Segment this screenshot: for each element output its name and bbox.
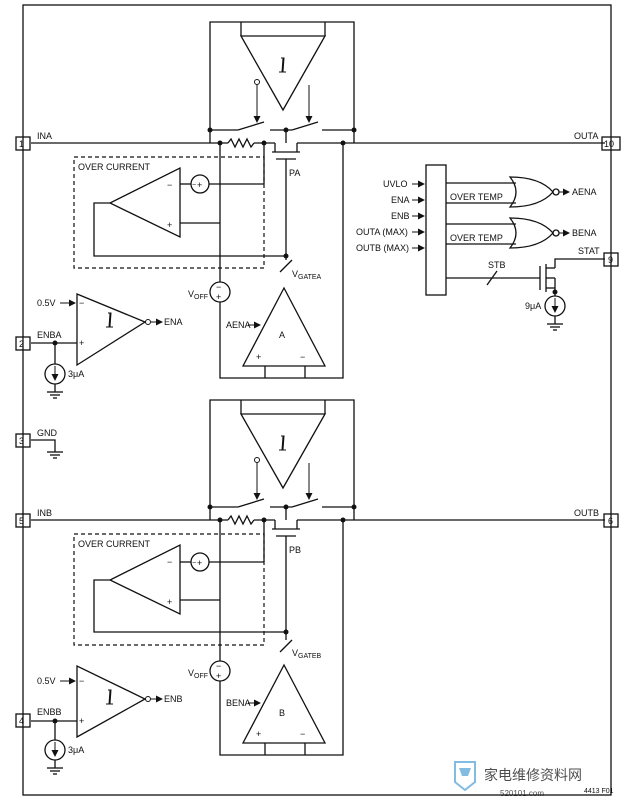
- over-current-a-amp: − + − +: [93, 143, 289, 282]
- pin-2-name: ENBA: [37, 330, 62, 340]
- svg-text:10: 10: [604, 139, 614, 149]
- fet-pa-label: PA: [289, 168, 300, 178]
- svg-text:5: 5: [19, 516, 24, 526]
- svg-text:9: 9: [608, 255, 613, 265]
- enable-comparator-a: − +: [31, 293, 163, 399]
- over-current-a-box: [73, 156, 265, 269]
- vgate-b-label: VGATEB: [292, 648, 322, 660]
- voff-a-label: VOFF: [188, 289, 208, 301]
- en-out-b-label: ENB: [164, 694, 183, 704]
- svg-text:−: −: [79, 298, 84, 308]
- svg-text:−: −: [167, 180, 172, 190]
- svg-text:−: −: [167, 557, 172, 567]
- gate-amp-a: − + A + −: [209, 143, 344, 379]
- pin-4-name: ENBB: [37, 707, 62, 717]
- svg-text:+: +: [256, 729, 261, 739]
- vgate-a-label: VGATEA: [292, 269, 322, 281]
- chip-outline: [22, 4, 612, 796]
- watermark-text: 家电维修资料网: [484, 767, 582, 783]
- gnd-symbol: [31, 439, 63, 459]
- pin-10-name: OUTA: [574, 131, 598, 141]
- fet-pb-label: PB: [289, 545, 301, 555]
- pin-6-name: OUTB: [574, 508, 599, 518]
- pin-3-name: GND: [37, 428, 58, 438]
- svg-text:−: −: [300, 352, 305, 362]
- svg-text:6: 6: [608, 516, 613, 526]
- svg-text:+: +: [79, 716, 84, 726]
- voff-b-label: VOFF: [188, 668, 208, 680]
- pin-5-name: INB: [37, 508, 52, 518]
- logic-input-outa-max: OUTA (MAX): [356, 227, 408, 237]
- svg-text:+: +: [216, 292, 221, 302]
- en-ref-b-label: 0.5V: [37, 676, 56, 686]
- over-current-a-label: OVER CURRENT: [78, 162, 151, 172]
- logic-input-outb-max: OUTB (MAX): [356, 243, 409, 253]
- over-current-b-amp: − + − +: [93, 520, 289, 661]
- svg-text:+: +: [167, 597, 172, 607]
- over-temp-a-label: OVER TEMP: [450, 192, 503, 202]
- pin-1: 1: [15, 136, 31, 151]
- pin-9-name: STAT: [578, 246, 600, 256]
- figure-id: 4413 F01: [584, 788, 614, 795]
- current-src-a-label: 3μA: [68, 369, 84, 379]
- channel-a-switch-driver: [209, 21, 355, 130]
- over-current-b-label: OVER CURRENT: [78, 539, 151, 549]
- svg-text:+: +: [197, 558, 202, 568]
- svg-text:+: +: [167, 220, 172, 230]
- svg-text:+: +: [197, 180, 202, 190]
- svg-text:−: −: [79, 676, 84, 686]
- svg-text:3: 3: [19, 436, 24, 446]
- logic-input-enb: ENB: [391, 211, 410, 221]
- en-out-a-label: ENA: [164, 317, 183, 327]
- svg-text:1: 1: [19, 139, 24, 149]
- svg-text:−: −: [192, 182, 196, 189]
- pin-3: 3: [15, 433, 31, 448]
- svg-text:−: −: [192, 560, 196, 567]
- pin-2: 2: [15, 336, 31, 351]
- aena-input-label: AENA: [226, 320, 251, 330]
- over-temp-b-label: OVER TEMP: [450, 233, 503, 243]
- channel-a-power-path: [31, 121, 605, 260]
- current-src-b-label: 3μA: [68, 745, 84, 755]
- svg-text:4: 4: [19, 716, 24, 726]
- pin-5: 5: [15, 513, 31, 528]
- svg-text:2: 2: [19, 339, 24, 349]
- svg-text:A: A: [279, 330, 285, 340]
- logic-block: [412, 164, 605, 331]
- channel-b-switch-driver: [209, 399, 355, 507]
- stat-current-label: 9μA: [525, 301, 541, 311]
- pin-6: 6: [603, 513, 619, 528]
- stb-label: STB: [488, 260, 506, 270]
- pin-1-name: INA: [37, 131, 52, 141]
- svg-text:B: B: [279, 708, 285, 718]
- svg-text:+: +: [216, 671, 221, 681]
- bena-input-label: BENA: [226, 698, 251, 708]
- gate-amp-b: − + B + −: [209, 520, 344, 756]
- svg-text:−: −: [216, 661, 221, 671]
- enable-comparator-b: − +: [31, 664, 163, 775]
- channel-b-power-path: [31, 498, 605, 640]
- watermark-logo: [454, 761, 476, 792]
- watermark-url: 520101.com: [500, 789, 544, 798]
- svg-text:+: +: [256, 352, 261, 362]
- en-ref-a-label: 0.5V: [37, 298, 56, 308]
- over-current-b-box: [73, 533, 265, 646]
- svg-text:+: +: [79, 338, 84, 348]
- svg-text:−: −: [300, 729, 305, 739]
- logic-input-uvlo: UVLO: [383, 179, 408, 189]
- pin-4: 4: [15, 713, 31, 728]
- logic-out-aena: AENA: [572, 187, 597, 197]
- pin-9: 9: [603, 252, 619, 267]
- logic-out-bena: BENA: [572, 228, 597, 238]
- svg-text:−: −: [216, 282, 221, 292]
- logic-input-ena: ENA: [391, 195, 410, 205]
- pin-10: 10: [601, 136, 621, 151]
